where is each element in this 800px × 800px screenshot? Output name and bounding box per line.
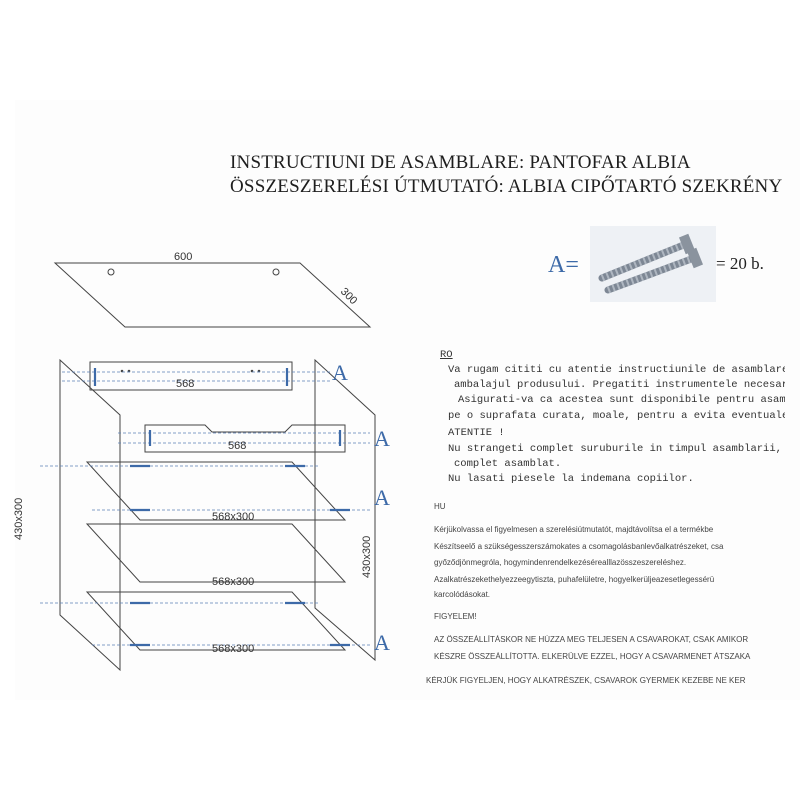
ro-line: pe o suprafata curata, moale, pentru a e… <box>448 410 785 422</box>
dim-side-right: 430x300 <box>361 536 373 578</box>
dim-top-depth: 300 <box>338 286 359 307</box>
ro-line: Va rugam cititi cu atentie instructiunil… <box>448 364 785 376</box>
shelf-3 <box>85 591 347 651</box>
connector-label-a: A <box>332 360 348 385</box>
dim-side-left: 430x300 <box>13 498 25 540</box>
screw-illustration <box>590 226 716 302</box>
hu-line: Kérjükolvassa el figyelmesen a szerelési… <box>434 525 714 534</box>
screw-icon <box>604 247 704 294</box>
ro-line: complet asamblat. <box>454 458 562 470</box>
ro-heading: RO <box>440 349 453 361</box>
hu-line: KÉRJÜK FIGYELJEN, HOGY ALKATRÉSZEK, CSAV… <box>426 676 746 685</box>
ro-line: ambalajul produsului. Pregatiti instrume… <box>454 379 785 391</box>
screw-count: = 20 b. <box>716 254 764 273</box>
hole-icon <box>107 268 115 276</box>
connector-label-a: A <box>374 485 390 510</box>
connector-label-a: A <box>374 426 390 451</box>
hu-line: Készítseelő a szükségesszerszámokates a … <box>434 542 724 551</box>
dim-top-width: 600 <box>174 251 192 263</box>
shelf-2 <box>85 523 347 583</box>
side-panel-right <box>314 358 376 662</box>
hu-warning: FIGYELEM! <box>434 612 477 621</box>
ro-line: Asigurati-va ca acestea sunt disponibile… <box>458 394 785 406</box>
hardware-label: A= <box>548 252 579 278</box>
hu-line: KÉSZRE ÖSSZEÁLLÍTOTTA. ELKERÜLVE EZZEL, … <box>434 652 751 661</box>
hu-line: karcolódásokat. <box>434 590 491 599</box>
title-hungarian: ÖSSZESZERELÉSI ÚTMUTATÓ: ALBIA CIPŐTARTÓ… <box>230 176 783 197</box>
dim-back-rail: 568 <box>176 378 194 390</box>
dim-front-rail: 568 <box>228 440 246 452</box>
back-rail <box>89 361 293 391</box>
hu-line: AZ ÖSSZEÁLLÍTÁSKOR NE HÚZZA MEG TELJESEN… <box>434 635 749 644</box>
scanned-page <box>15 100 800 700</box>
top-panel <box>53 262 372 328</box>
side-panel-left <box>59 358 121 672</box>
dim-shelf-2: 568x300 <box>212 576 254 588</box>
hu-heading: HU <box>434 502 446 511</box>
title-romanian: INSTRUCTIUNI DE ASAMBLARE: PANTOFAR ALBI… <box>230 152 691 173</box>
dim-shelf-1: 568x300 <box>212 511 254 523</box>
hole-icon <box>272 268 280 276</box>
hu-line: Azalkatrészekethelyezzeegytiszta, puhafe… <box>434 575 715 584</box>
hu-line: győződjönmegróla, hogymindenrendelkezésé… <box>434 558 687 567</box>
ro-line: Nu strangeti complet suruburile in timpu… <box>448 443 785 455</box>
screw-icon <box>598 233 696 282</box>
connector-label-a: A <box>374 630 390 655</box>
dim-shelf-3: 568x300 <box>212 643 254 655</box>
ro-line: Nu lasati piesele la indemana copiilor. <box>448 473 694 485</box>
ro-warning: ATENTIE ! <box>448 427 505 439</box>
shelf-1 <box>85 461 347 521</box>
front-rail <box>144 424 346 453</box>
